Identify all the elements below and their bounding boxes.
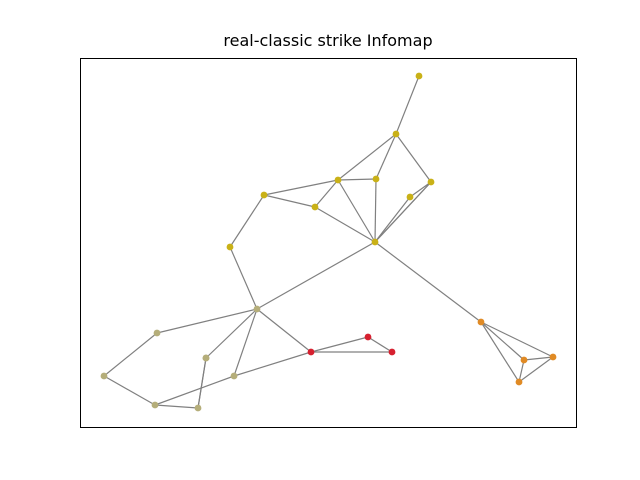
graph-edge	[374, 181, 432, 243]
graph-node-khaki	[153, 329, 161, 337]
graph-node-red	[364, 333, 372, 341]
graph-edge	[263, 194, 316, 208]
graph-edge	[523, 356, 554, 361]
graph-edge	[395, 75, 420, 135]
graph-edge	[256, 241, 376, 310]
chart-title: real-classic strike Infomap	[223, 31, 433, 50]
graph-edge	[310, 336, 369, 353]
graph-node-yellow	[415, 72, 423, 80]
graph-edge	[337, 133, 397, 181]
graph-node-yellow	[406, 193, 414, 201]
graph-edge	[156, 308, 258, 334]
plot-frame	[80, 58, 577, 428]
graph-edge	[229, 194, 265, 248]
graph-edge	[154, 404, 199, 409]
graph-edge	[375, 133, 397, 180]
graph-node-red	[388, 348, 396, 356]
graph-node-yellow	[226, 243, 234, 251]
graph-edge	[205, 308, 258, 359]
graph-node-khaki	[230, 372, 238, 380]
graph-edge	[233, 308, 258, 377]
graph-node-yellow	[260, 191, 268, 199]
graph-edge	[256, 308, 312, 353]
graph-node-orange	[549, 353, 557, 361]
graph-edge	[518, 356, 554, 383]
nodes-layer	[100, 72, 557, 412]
graph-node-yellow	[371, 238, 379, 246]
graph-node-yellow	[427, 178, 435, 186]
graph-edge	[314, 206, 376, 243]
graph-edge	[103, 375, 156, 406]
graph-node-yellow	[334, 176, 342, 184]
graph-node-orange	[477, 318, 485, 326]
graph-edge	[374, 196, 411, 243]
graph-edge	[518, 359, 525, 383]
graph-edge	[229, 246, 258, 310]
graph-edge	[197, 357, 207, 409]
graph-edge	[337, 179, 376, 243]
graph-edge	[367, 336, 393, 353]
graph-node-khaki	[151, 401, 159, 409]
graph-edge	[314, 179, 339, 208]
graph-node-khaki	[202, 354, 210, 362]
graph-edge	[395, 133, 432, 183]
graph-edge	[374, 178, 377, 243]
graph-edge	[480, 321, 520, 383]
graph-edge	[480, 321, 525, 361]
graph-edge	[154, 375, 235, 406]
graph-node-khaki	[253, 305, 261, 313]
graph-edge	[480, 321, 554, 358]
graph-node-yellow	[372, 175, 380, 183]
graph-node-yellow	[311, 203, 319, 211]
graph-edge	[263, 179, 339, 196]
graph-node-khaki	[194, 404, 202, 412]
graph-edge	[337, 178, 377, 181]
graph-edge	[409, 181, 432, 198]
graph-node-red	[307, 348, 315, 356]
graph-node-khaki	[100, 372, 108, 380]
graph-node-orange	[520, 356, 528, 364]
graph-edge	[103, 332, 158, 377]
graph-edge	[374, 241, 482, 323]
graph-edge	[233, 351, 312, 377]
edges-layer	[103, 75, 554, 409]
graph-node-yellow	[392, 130, 400, 138]
graph-node-orange	[515, 378, 523, 386]
